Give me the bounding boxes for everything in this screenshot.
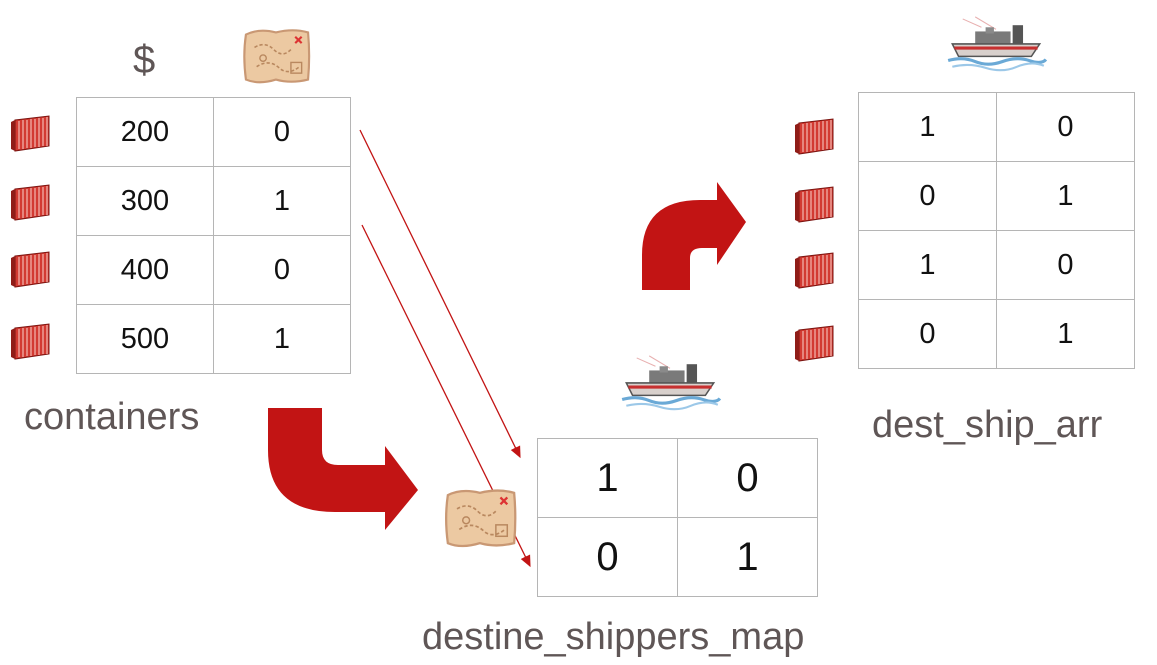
dest-cell: 0 xyxy=(996,92,1135,162)
flag-cell: 1 xyxy=(213,166,351,236)
table-row: 0 1 xyxy=(537,517,818,597)
shipping-container-icon xyxy=(9,114,53,154)
shipping-container-icon xyxy=(793,251,837,291)
map-cell: 0 xyxy=(677,438,818,518)
table-row: 500 1 xyxy=(76,304,351,374)
table-row: 1 0 xyxy=(858,92,1135,162)
map-cell: 1 xyxy=(537,438,678,518)
treasure-map-icon xyxy=(236,26,318,86)
bent-arrow-up-right xyxy=(642,182,746,290)
table-row: 1 0 xyxy=(858,230,1135,300)
shipping-container-icon xyxy=(793,117,837,157)
table-row: 400 0 xyxy=(76,235,351,305)
destine-shippers-map-caption: destine_shippers_map xyxy=(422,616,805,658)
dest-cell: 0 xyxy=(858,299,997,369)
shipping-container-icon xyxy=(793,324,837,364)
shipping-container-icon xyxy=(9,250,53,290)
dest-cell: 1 xyxy=(996,161,1135,231)
dest-ship-arr-caption: dest_ship_arr xyxy=(872,404,1103,446)
flag-cell: 0 xyxy=(213,97,351,167)
dest-ship-arr-table: 1 0 0 1 1 0 0 1 xyxy=(858,92,1135,369)
table-row: 0 1 xyxy=(858,161,1135,231)
treasure-map-icon xyxy=(436,486,526,550)
dest-cell: 0 xyxy=(858,161,997,231)
map-cell: 0 xyxy=(537,517,678,597)
price-cell: 400 xyxy=(76,235,214,305)
containers-table: 200 0 300 1 400 0 500 1 xyxy=(76,97,351,374)
mapping-arrow-upper xyxy=(359,129,521,459)
table-row: 0 1 xyxy=(858,299,1135,369)
price-column-header: $ xyxy=(133,38,156,82)
bent-arrow-down-right xyxy=(268,408,418,530)
shipping-container-icon xyxy=(9,322,53,362)
shipping-container-icon xyxy=(9,183,53,223)
destine-shippers-map-table: 1 0 0 1 xyxy=(537,438,818,597)
price-cell: 200 xyxy=(76,97,214,167)
table-row: 300 1 xyxy=(76,166,351,236)
table-row: 200 0 xyxy=(76,97,351,167)
map-cell: 1 xyxy=(677,517,818,597)
table-row: 1 0 xyxy=(537,438,818,518)
containers-caption: containers xyxy=(24,396,200,438)
price-cell: 300 xyxy=(76,166,214,236)
dest-cell: 0 xyxy=(996,230,1135,300)
price-cell: 500 xyxy=(76,304,214,374)
flag-cell: 0 xyxy=(213,235,351,305)
shipping-container-icon xyxy=(793,185,837,225)
ship-icon xyxy=(618,354,722,416)
dest-cell: 1 xyxy=(858,92,997,162)
ship-icon xyxy=(944,14,1048,78)
dest-cell: 1 xyxy=(858,230,997,300)
flag-cell: 1 xyxy=(213,304,351,374)
dest-cell: 1 xyxy=(996,299,1135,369)
